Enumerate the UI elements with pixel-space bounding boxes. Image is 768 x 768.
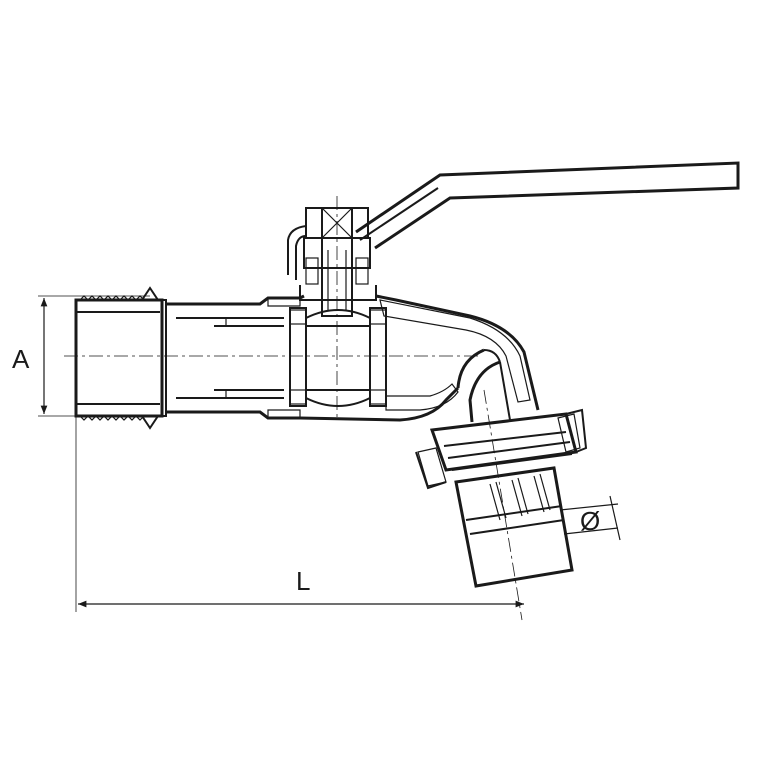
spout [415, 348, 588, 588]
lever-handle [355, 161, 740, 250]
dimension-l [75, 416, 524, 612]
dimension-l-label: L [296, 566, 310, 596]
inlet-thread [74, 286, 167, 430]
dimension-a [38, 295, 150, 417]
ball-seat-assembly [289, 307, 387, 407]
valve-body [166, 294, 540, 422]
dimension-diameter [559, 495, 621, 541]
dimension-diameter-label: Ø [580, 506, 600, 536]
dimension-a-label: A [12, 344, 30, 374]
center-lines [64, 196, 523, 621]
stem-assembly [287, 207, 377, 317]
